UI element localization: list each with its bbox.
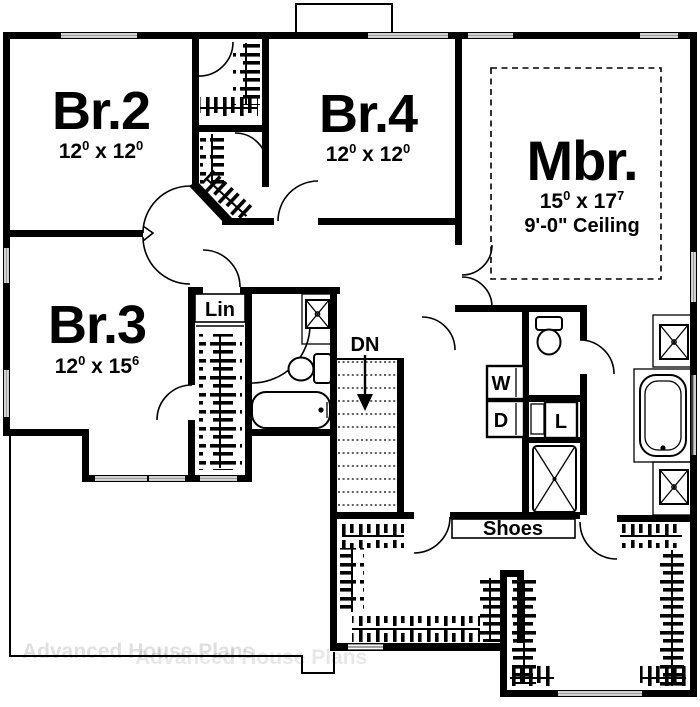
- door-arc-master-closet: [579, 521, 618, 560]
- window: [4, 370, 9, 417]
- stair-arrow-head: [357, 394, 373, 411]
- door-arc-mbr-upper: [461, 244, 493, 276]
- toilet: [287, 353, 332, 384]
- door-arc-closet-br3: [156, 384, 193, 421]
- closet-rod: [660, 550, 684, 686]
- room-dim-mbr: 150 x 177: [540, 188, 625, 213]
- window: [558, 691, 642, 696]
- room-labels: Br.2 120 x 120 Br.4 120 x 120 Br.3 120 x…: [48, 81, 640, 378]
- watermark: Advanced House Plans Advanced House Plan…: [22, 640, 367, 669]
- closet-rods: [198, 43, 686, 690]
- window: [149, 476, 185, 481]
- linen-label: Lin: [205, 299, 235, 321]
- door-arc-mbr-lower: [461, 276, 493, 308]
- room-label-br3: Br.3: [48, 295, 146, 355]
- closet-rod: [340, 548, 364, 612]
- tray-ceiling-outline: [490, 67, 662, 280]
- washer-label: W: [492, 373, 511, 395]
- bathtub: [251, 391, 331, 429]
- wall-break: [142, 225, 155, 242]
- closet-rod: [199, 334, 242, 470]
- closet-rod: [510, 666, 554, 690]
- washer-box: W: [485, 364, 526, 401]
- door-arc-br4: [277, 180, 319, 222]
- window: [368, 33, 448, 38]
- hall-bathroom: [251, 293, 333, 429]
- linen-closet: Lin: [194, 293, 246, 327]
- closet-rod: [352, 616, 480, 642]
- roof-line: [9, 436, 335, 674]
- door-arcs: [142, 41, 618, 560]
- window: [468, 33, 513, 38]
- dryer-label: D: [494, 410, 508, 432]
- shoes-label: Shoes: [483, 518, 543, 540]
- door-arc-closet-br4: [234, 132, 268, 166]
- watermark-text: Advanced House Plans: [135, 646, 367, 669]
- door-arc-water-closet: [579, 339, 615, 375]
- shower-stall: [532, 445, 577, 513]
- window: [95, 476, 147, 481]
- vanity-sink: [301, 293, 333, 345]
- staircase: DN: [337, 334, 397, 506]
- closet-rod: [342, 524, 404, 548]
- window: [61, 33, 137, 38]
- master-bathroom: [633, 314, 693, 516]
- window: [4, 248, 9, 283]
- bathtub: [633, 368, 693, 463]
- shoes-shelf: Shoes: [451, 518, 576, 540]
- door-arc-br3: [142, 236, 191, 285]
- room-dim-br3: 120 x 156: [55, 353, 140, 378]
- cabinet: [530, 403, 545, 435]
- closet-rod: [198, 169, 254, 225]
- door-arc-br2: [142, 185, 191, 234]
- water-closet: [535, 316, 563, 356]
- door-arc-closet-br2: [197, 41, 234, 77]
- room-dim-br4: 120 x 120: [326, 141, 411, 166]
- stairs-down-label: DN: [351, 334, 380, 356]
- watermark-text: Advanced House Plans: [22, 640, 254, 663]
- vanity-sink: [652, 461, 693, 516]
- room-label-mbr: Mbr.: [526, 129, 637, 192]
- vanity-sink: [652, 314, 693, 368]
- room-ceiling-mbr: 9'-0" Ceiling: [524, 215, 639, 237]
- window: [348, 644, 383, 650]
- laundry-area: W D L: [485, 364, 579, 513]
- laundry-label: L: [555, 411, 567, 433]
- door-arc-left-closet: [413, 516, 451, 554]
- door-arc-linen: [202, 249, 241, 288]
- room-label-br2: Br.2: [52, 81, 150, 141]
- laundry-box: L: [543, 400, 579, 440]
- window: [691, 375, 696, 455]
- window: [691, 252, 696, 302]
- closet-rod: [200, 97, 258, 119]
- closet-rod: [620, 524, 682, 548]
- closet-rod: [640, 666, 686, 690]
- windows: [4, 33, 696, 696]
- dryer-box: D: [485, 399, 526, 439]
- room-label-br4: Br.4: [319, 84, 418, 144]
- closet-rod: [478, 578, 502, 642]
- window: [640, 33, 678, 38]
- closet-rod: [233, 43, 260, 105]
- room-dim-br2: 120 x 120: [59, 138, 144, 163]
- chimney-chase-outline: [295, 3, 393, 34]
- door-arc-laundry-hall: [421, 316, 456, 351]
- window: [200, 476, 237, 481]
- toilet: [535, 316, 563, 356]
